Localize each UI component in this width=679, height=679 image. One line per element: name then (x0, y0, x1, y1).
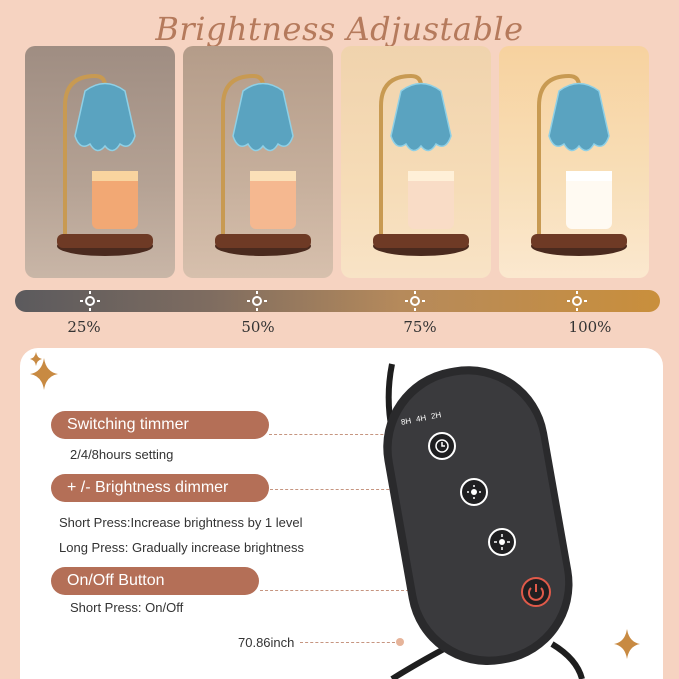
lamp-illustration (373, 73, 469, 256)
level-label: 25% (67, 318, 101, 336)
sun-icon (405, 291, 425, 311)
timer-label-4h: 4H (415, 413, 427, 424)
timer-label-8h: 8H (400, 416, 412, 427)
power-button[interactable] (521, 577, 551, 607)
feature-desc: Short Press: On/Off (70, 600, 184, 615)
leader-line (269, 434, 439, 435)
lamp-panel-50 (183, 46, 333, 278)
feature-pill-dimmer: + /- Brightness dimmer (51, 474, 269, 502)
level-label: 100% (568, 318, 612, 336)
sparkle-icon (30, 352, 58, 390)
lamp-illustration (531, 73, 627, 256)
brightness-gradient-bar (15, 290, 660, 312)
lamp-illustration (215, 73, 311, 256)
level-label: 50% (241, 318, 275, 336)
level-label: 75% (403, 318, 437, 336)
cord-marker (396, 638, 404, 646)
cord-length-label: 70.86inch (238, 635, 295, 650)
leader-line (300, 642, 395, 643)
feature-desc: Short Press:Increase brightness by 1 lev… (59, 515, 303, 530)
lamp-panel-25 (25, 46, 175, 278)
feature-desc: 2/4/8hours setting (70, 447, 174, 462)
remote-controller (383, 363, 585, 679)
sun-icon (247, 291, 267, 311)
sun-bright-icon (494, 534, 510, 550)
brightness-down-button[interactable] (460, 478, 488, 506)
feature-pill-timer: Switching timmer (51, 411, 269, 439)
sun-dim-icon (467, 485, 481, 499)
timer-label-2h: 2H (430, 410, 442, 421)
sun-icon (80, 291, 100, 311)
lamp-panel-100 (499, 46, 649, 278)
clock-icon (435, 439, 449, 453)
brightness-up-button[interactable] (488, 528, 516, 556)
leader-line (260, 590, 535, 591)
feature-desc: Long Press: Gradually increase brightnes… (59, 540, 304, 555)
page-title: Brightness Adjustable (155, 10, 524, 48)
feature-pill-power: On/Off Button (51, 567, 259, 595)
leader-line (270, 489, 470, 490)
sparkle-icon (614, 629, 640, 659)
lamp-illustration (57, 73, 153, 256)
lamp-panel-75 (341, 46, 491, 278)
timer-button[interactable] (428, 432, 456, 460)
power-icon (528, 584, 544, 601)
sun-icon (567, 291, 587, 311)
